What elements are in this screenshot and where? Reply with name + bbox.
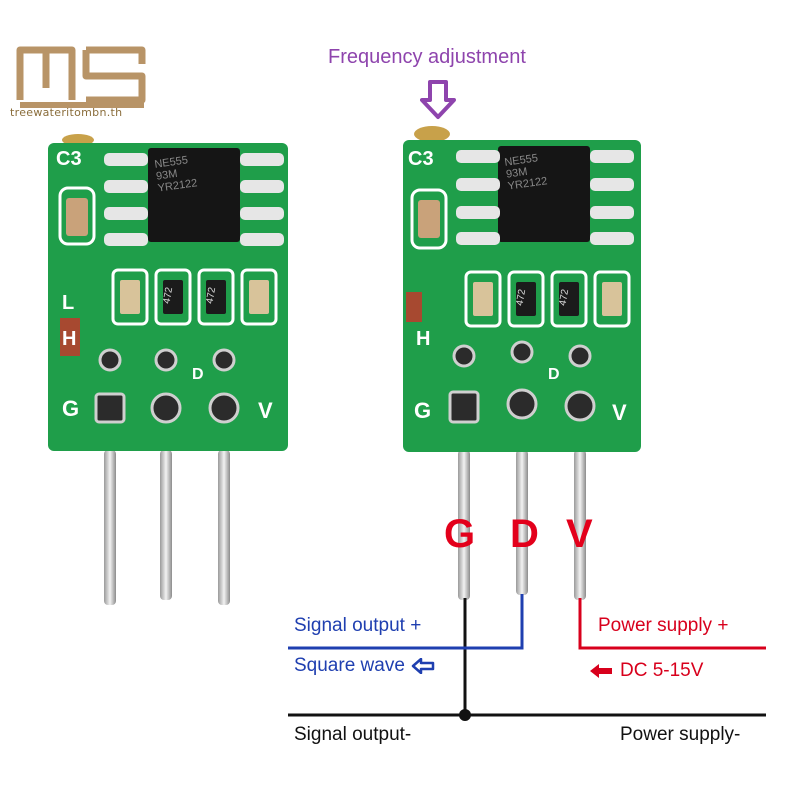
- left-pin-g: [104, 450, 116, 605]
- signal-output-plus-label: Signal output +: [294, 615, 422, 636]
- right-pin-g: [458, 450, 470, 600]
- ground-junction: [459, 709, 471, 721]
- left-ne555-chip: [148, 148, 240, 242]
- down-arrow-icon: [420, 80, 456, 119]
- power-supply-minus-label: Power supply-: [620, 724, 741, 745]
- right-jumper: [406, 292, 422, 322]
- pin-label-d: D: [510, 512, 539, 556]
- right-chip-marking: NE555 93M YR2122: [503, 152, 549, 193]
- square-wave-label: Square wave: [294, 655, 405, 676]
- left-silk-d: D: [192, 366, 204, 383]
- right-pin-d: [516, 450, 528, 595]
- right-silk-v: V: [612, 400, 627, 425]
- right-silk-d: D: [548, 366, 560, 383]
- left-silk-v: V: [258, 398, 273, 423]
- left-silk-c3: C3: [56, 148, 82, 170]
- right-silk-c3: C3: [408, 148, 434, 170]
- wiring: [288, 594, 766, 721]
- power-supply-plus-label: Power supply +: [598, 615, 729, 636]
- left-module: [48, 134, 288, 605]
- right-silk-g: G: [414, 398, 432, 423]
- right-capacitor: [418, 200, 440, 238]
- left-silk-g: G: [62, 396, 80, 421]
- right-smd-row: [464, 270, 631, 328]
- right-module: [403, 126, 641, 600]
- pin-label-g: G: [444, 512, 476, 556]
- power-wire: [578, 598, 766, 650]
- signal-wire: [288, 594, 524, 650]
- ms-logo: [16, 46, 146, 108]
- pin-label-v: V: [566, 512, 593, 556]
- left-pin-d: [160, 450, 172, 600]
- power-arrow-icon: [590, 664, 612, 678]
- left-jumper: [60, 318, 80, 356]
- right-potentiometer: [414, 126, 450, 142]
- left-arrow-icon: [411, 658, 435, 674]
- watermark-text: treewateritombn.th: [10, 106, 123, 119]
- right-pin-v: [574, 450, 586, 600]
- right-ne555-chip: [498, 146, 590, 242]
- right-silk-h: H: [416, 328, 431, 350]
- dc-range-label: DC 5-15V: [620, 660, 704, 681]
- left-capacitor: [66, 198, 88, 236]
- signal-output-minus-label: Signal output-: [294, 724, 412, 745]
- dc-range-row: DC 5-15V: [588, 660, 703, 682]
- square-wave-row: Square wave: [294, 655, 435, 677]
- frequency-adjustment-label: Frequency adjustment: [328, 46, 526, 68]
- left-pin-v: [218, 450, 230, 605]
- left-silk-l: L: [62, 292, 75, 314]
- left-chip-marking: NE555 93M YR2122: [153, 154, 199, 195]
- left-silk-h: H: [62, 328, 77, 350]
- left-smd-row: [111, 268, 278, 326]
